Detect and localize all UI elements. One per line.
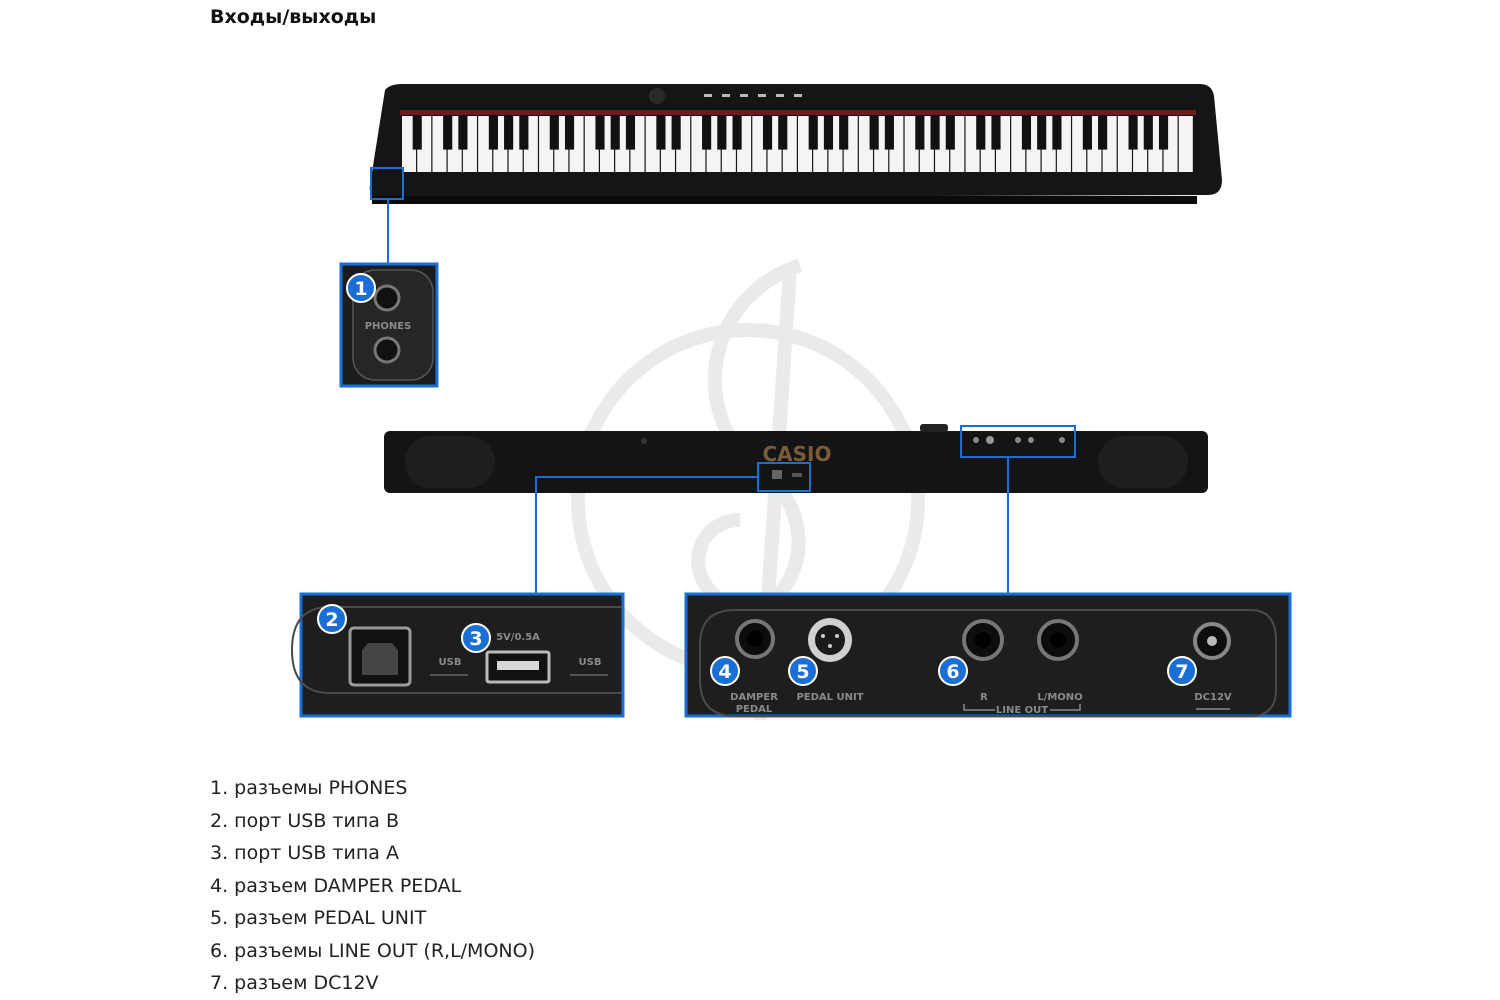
list-item: 2. порт USB типа B [210, 809, 399, 832]
black-key [869, 116, 879, 150]
white-key [402, 116, 417, 172]
usb-a-power-label: 5V/0.5A [496, 632, 540, 643]
white-key [432, 116, 447, 172]
black-key [656, 116, 666, 150]
black-key [778, 116, 788, 150]
usb-a-label: USB [579, 657, 602, 668]
white-key [584, 116, 599, 172]
list-item: 3. порт USB типа A [210, 842, 399, 864]
phones-jack-1 [373, 284, 401, 312]
white-key [798, 116, 813, 172]
white-key [965, 116, 980, 172]
dc12v-label: DC12V [1194, 692, 1232, 703]
list-item: 4. разъем DAMPER PEDAL [210, 874, 462, 897]
black-key [564, 116, 575, 150]
callout-badge-3 [461, 623, 491, 653]
callout-number-4: 4 [718, 661, 731, 683]
white-key [858, 116, 873, 172]
white-key [1011, 116, 1026, 172]
callout-number-7: 7 [1175, 661, 1188, 683]
white-key [752, 116, 767, 172]
list-item: 5. разъем PEDAL UNIT [210, 907, 427, 929]
black-key [976, 116, 986, 150]
black-key [823, 116, 834, 150]
black-key [671, 116, 681, 150]
black-key [504, 116, 514, 150]
white-key [645, 116, 660, 172]
black-key [915, 116, 925, 150]
black-key [839, 116, 849, 150]
black-key [808, 116, 818, 150]
connector-list: 1. разъемы PHONES 2. порт USB типа B 3. … [210, 772, 535, 1000]
line-out-l-label: L/MONO [1037, 692, 1082, 703]
black-key [1158, 116, 1169, 150]
black-key [595, 116, 605, 150]
white-key [691, 116, 706, 172]
damper-label-2: PEDAL [736, 704, 773, 715]
black-key [702, 116, 712, 150]
inset-jacks: DAMPER PEDAL PEDAL UNIT R L/MONO LINE OU… [684, 592, 1292, 718]
callout-number-2: 2 [325, 609, 338, 631]
panel-buttons [704, 94, 802, 97]
keyboard-rear-view: CASIO [384, 424, 1208, 493]
line-out-label: LINE OUT [996, 705, 1048, 716]
list-item: 6. разъемы LINE OUT (R,L/MONO) [210, 939, 535, 962]
callout-badge-6 [938, 656, 968, 686]
black-key [610, 116, 620, 150]
black-key [945, 116, 955, 150]
black-key [1021, 116, 1032, 150]
callout-badge-5 [788, 656, 818, 686]
callout-number-3: 3 [469, 628, 482, 650]
black-key [488, 116, 498, 150]
black-key [1052, 116, 1062, 150]
callout-number-6: 6 [946, 661, 959, 683]
list-item: 7. разъем DC12V [210, 972, 379, 994]
section-heading: Входы/выходы [210, 6, 377, 28]
io-diagram: PHONES 1 CASIO USB 5V/0.5A USB [290, 84, 1292, 721]
black-key [1098, 116, 1108, 150]
white-key [1117, 116, 1132, 172]
black-key [762, 116, 773, 150]
callout-badge-1 [346, 273, 376, 303]
white-key [904, 116, 919, 172]
black-key [884, 116, 894, 150]
white-key [478, 116, 493, 172]
callout-badge-7 [1167, 656, 1197, 686]
black-key [1037, 116, 1047, 150]
white-key [1072, 116, 1087, 172]
black-key [1143, 116, 1153, 150]
control-knob [649, 88, 665, 104]
black-key [519, 116, 529, 150]
black-key [458, 116, 468, 150]
black-key [1128, 116, 1138, 150]
callout-number-1: 1 [354, 278, 367, 300]
callout-number-5: 5 [796, 661, 809, 683]
black-key [1082, 116, 1092, 150]
line-out-r-label: R [980, 692, 988, 703]
callout-badge-2 [317, 604, 347, 634]
black-key [991, 116, 1001, 150]
phones-label: PHONES [365, 321, 412, 332]
list-item: 1. разъемы PHONES [210, 777, 408, 799]
callout-badge-4 [710, 656, 740, 686]
black-key [732, 116, 742, 150]
usb-b-label: USB [439, 657, 462, 668]
black-key [625, 116, 636, 150]
inset-usb: USB 5V/0.5A USB 2 3 [290, 592, 625, 718]
black-keys [412, 116, 1169, 150]
white-key [1178, 116, 1193, 172]
black-key [443, 116, 453, 150]
inset-phones: PHONES 1 [339, 262, 439, 388]
black-key [412, 116, 422, 150]
keyboard-top-view [369, 84, 1222, 204]
black-key [549, 116, 559, 150]
white-key [539, 116, 554, 172]
jacks-highlight [960, 425, 1076, 458]
black-key [930, 116, 940, 150]
pedal-unit-label: PEDAL UNIT [796, 692, 863, 703]
phones-jack-2 [373, 336, 401, 364]
damper-label-1: DAMPER [730, 692, 778, 703]
black-key [717, 116, 727, 150]
